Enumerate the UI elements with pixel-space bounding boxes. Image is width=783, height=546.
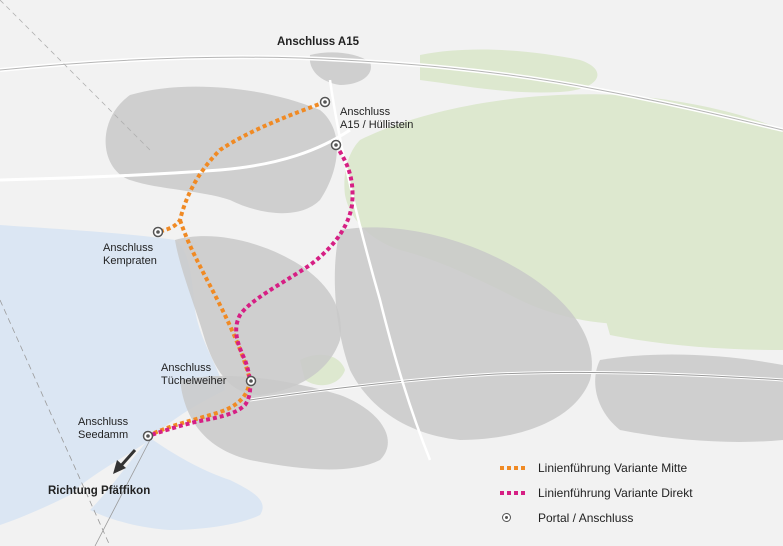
road-a15-outline — [0, 56, 783, 131]
settlement-south — [180, 375, 388, 470]
portal-tuechelweiher-icon[interactable] — [245, 375, 257, 387]
label-richtung-pfaeffikon: Richtung Pfäffikon — [48, 485, 151, 497]
legend-item-variante-mitte: Linienführung Variante Mitte — [500, 455, 775, 480]
portal-seedamm-icon[interactable] — [142, 430, 154, 442]
seedamm-line — [94, 439, 151, 546]
portal-huellistein-icon[interactable] — [330, 139, 342, 151]
label-seedamm: Anschluss Seedamm — [78, 416, 129, 441]
road-north-south — [328, 79, 432, 461]
direction-arrow-icon — [113, 460, 126, 474]
lake-area — [0, 225, 225, 525]
label-anschluss-a15: Anschluss A15 — [277, 36, 360, 48]
label-tuechelweiher: Anschluss Tüchelweiher — [161, 362, 227, 387]
boundary-lake — [0, 299, 111, 546]
label-kempraten: Anschluss Kempraten — [103, 242, 157, 267]
road-west — [0, 128, 351, 182]
settlement-rapperswil-central — [175, 236, 341, 395]
legend-label-mitte: Linienführung Variante Mitte — [538, 460, 688, 475]
map-legend: Linienführung Variante Mitte Linienführu… — [500, 455, 775, 530]
route-variante-direkt — [147, 143, 355, 438]
portal-kempraten-icon[interactable] — [152, 226, 164, 238]
legend-item-portal: Portal / Anschluss — [500, 505, 775, 530]
legend-label-direkt: Linienführung Variante Direkt — [538, 485, 693, 500]
railway-east — [249, 371, 783, 401]
settlement-east — [595, 354, 783, 442]
legend-item-variante-direkt: Linienführung Variante Direkt — [500, 480, 775, 505]
label-a15-huellistein: Anschluss A15 / Hüllistein — [340, 106, 414, 131]
legend-swatch-direkt — [500, 490, 528, 495]
portal-anschluss-a15-icon[interactable] — [319, 96, 331, 108]
legend-label-portal: Portal / Anschluss — [538, 510, 634, 525]
forest-area-southeast — [600, 288, 783, 350]
settlement-jona — [334, 227, 592, 440]
portal-icon — [502, 513, 511, 522]
legend-swatch-mitte — [500, 465, 528, 470]
lake-bay — [90, 438, 263, 530]
